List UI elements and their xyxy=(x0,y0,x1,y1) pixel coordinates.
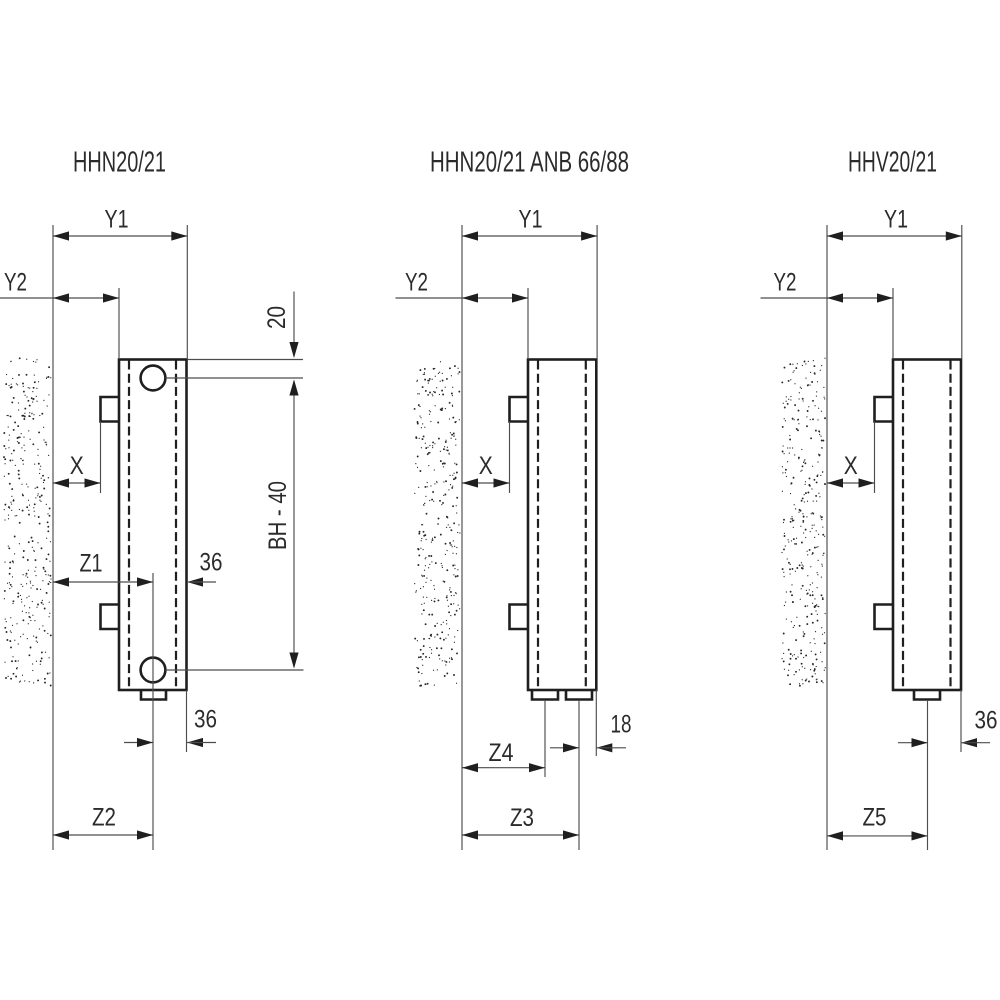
svg-text:Z2: Z2 xyxy=(92,804,116,832)
svg-text:HHN20/21 ANB 66/88: HHN20/21 ANB 66/88 xyxy=(430,147,629,179)
svg-text:Z4: Z4 xyxy=(489,739,514,767)
svg-text:36: 36 xyxy=(200,549,223,577)
svg-text:Y2: Y2 xyxy=(4,269,27,297)
svg-text:36: 36 xyxy=(975,707,998,735)
svg-text:X: X xyxy=(479,452,493,480)
svg-text:20: 20 xyxy=(263,306,291,329)
svg-text:Z3: Z3 xyxy=(510,804,534,832)
svg-text:36: 36 xyxy=(194,706,217,734)
svg-text:Y2: Y2 xyxy=(405,269,428,297)
svg-text:Y2: Y2 xyxy=(774,269,797,297)
svg-text:HHN20/21: HHN20/21 xyxy=(73,147,166,179)
svg-text:BH - 40: BH - 40 xyxy=(264,481,292,550)
svg-text:Y1: Y1 xyxy=(105,206,129,234)
svg-text:HHV20/21: HHV20/21 xyxy=(848,147,937,179)
svg-text:Z1: Z1 xyxy=(80,550,103,578)
svg-text:X: X xyxy=(70,452,84,480)
svg-text:Y1: Y1 xyxy=(884,206,908,234)
svg-text:Y1: Y1 xyxy=(519,206,543,234)
svg-text:18: 18 xyxy=(611,711,632,739)
svg-text:Z5: Z5 xyxy=(863,804,887,832)
svg-text:X: X xyxy=(844,452,858,480)
